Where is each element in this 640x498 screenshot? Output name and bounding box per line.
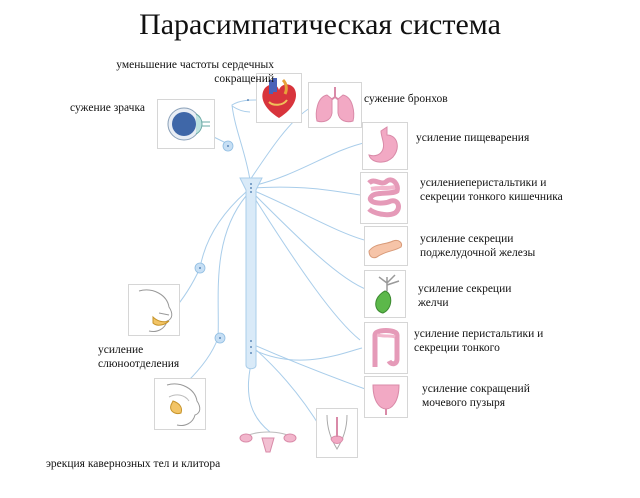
nerve-stomach: [251, 141, 369, 187]
label-pupil: сужение зрачка: [70, 102, 145, 114]
lungs-box: [308, 82, 362, 128]
bladder-icon: [372, 384, 400, 415]
spinal-cord: [239, 177, 263, 370]
label-digestion: усиление пищеварения: [416, 132, 530, 144]
intestine-box: [360, 172, 408, 224]
stomach-icon: [368, 126, 398, 163]
face-tear-icon: [166, 383, 201, 426]
nerve-tear: [175, 195, 247, 393]
gallbladder-icon: [375, 274, 400, 314]
face-saliva-box: [128, 284, 180, 336]
heart-box: [256, 73, 302, 123]
face-tear-box: [154, 378, 206, 430]
nerve-intestine: [251, 186, 361, 196]
nerve-genitals: [253, 347, 323, 431]
genitals-icon: [326, 414, 348, 450]
page-title: Парасимпатическая система: [139, 8, 501, 41]
nerve-saliva: [171, 191, 247, 313]
label-erection: эрекция кавернозных тел и клитора: [46, 458, 221, 470]
nerve-colon: [251, 193, 361, 341]
pancreas-icon: [368, 240, 402, 259]
nerve-heart: [231, 99, 257, 181]
lungs-icon: [315, 87, 355, 123]
pancreas-box: [364, 226, 408, 266]
nerve-lungs: [249, 107, 311, 181]
face-saliva-icon: [138, 289, 173, 332]
uterus-icon: [239, 431, 297, 453]
bladder-box: [364, 376, 408, 418]
nerve-colon-2: [253, 347, 363, 361]
colon-icon: [372, 328, 400, 367]
nerve-gallbladder: [251, 191, 369, 291]
colon-box: [364, 322, 408, 374]
stomach-box: [362, 122, 408, 170]
genitals-box: [316, 408, 358, 458]
intestine-icon: [367, 177, 401, 218]
eye-icon: [167, 107, 210, 141]
nerve-pancreas: [251, 189, 373, 243]
uterus-figure: [236, 420, 300, 460]
gallbladder-box: [364, 270, 406, 318]
eye-box: [157, 99, 215, 149]
heart-icon: [262, 78, 297, 118]
label-bronchi: сужение бронхов: [364, 93, 448, 105]
nerve-bladder: [253, 344, 369, 391]
